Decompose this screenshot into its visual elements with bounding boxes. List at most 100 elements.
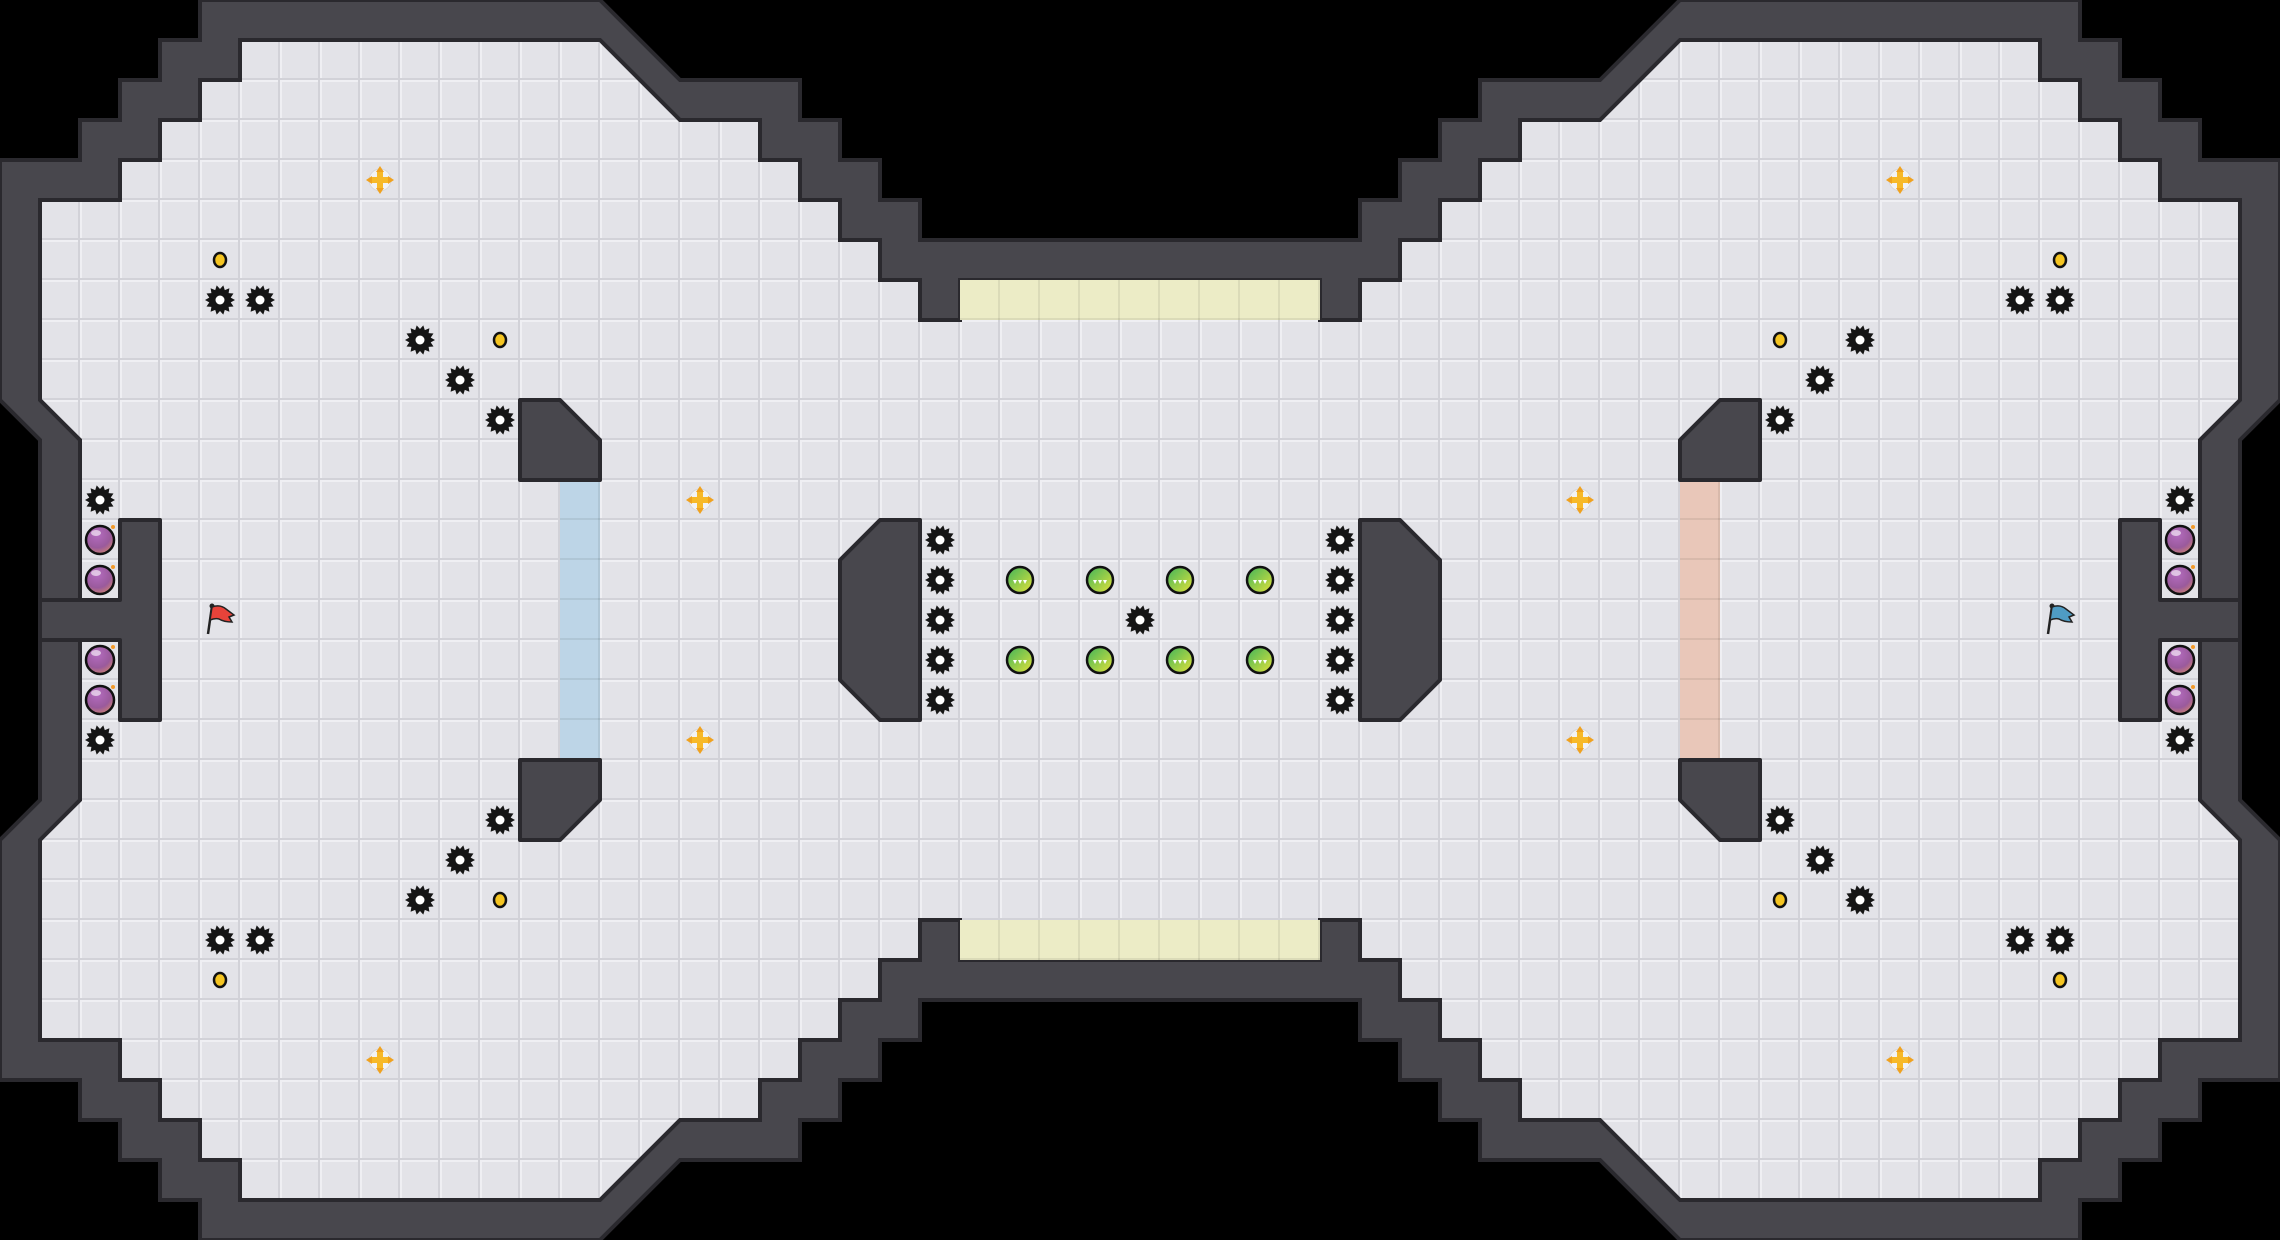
yellow-tile [1080,920,1120,960]
yellow-tile-edge [1000,318,1040,320]
spike-icon [2005,285,2035,315]
spike-icon [2045,925,2075,955]
boost-icon [1566,726,1594,754]
spike-icon [1765,405,1795,435]
spike-icon [1325,605,1355,635]
yellow-tile-edge [1080,318,1120,320]
yellow-tile-edge [1240,318,1280,320]
spike-icon [925,525,955,555]
yellow-tile-edge [1278,280,1280,320]
blue-gate-edge [598,600,600,640]
spike-icon [205,925,235,955]
items-layer [84,166,2196,1074]
yellow-tile-edge [1238,920,1240,960]
blue-gate-edge [560,718,600,720]
red-gate-edge [1680,518,1720,520]
boost-icon [686,726,714,754]
spike-icon [2005,925,2035,955]
powerup-icon [1085,565,1115,595]
yellow-tile-edge [1160,318,1200,320]
yellow-tile-edge [1200,318,1240,320]
yellow-tile-edge [1120,318,1160,320]
spike-icon [445,845,475,875]
spike-icon [2045,285,2075,315]
button-icon [1772,891,1788,909]
yellow-tile-edge [1080,958,1120,960]
red-gate [1680,680,1720,720]
powerup-icon [1165,565,1195,595]
yellow-tile-edge [1280,958,1320,960]
button-icon [2052,971,2068,989]
yellow-tile [960,920,1000,960]
powerup-icon [1245,565,1275,595]
red-gate [1680,480,1720,520]
bomb-icon [2164,684,2196,716]
gate-wall-block [1678,398,1762,482]
yellow-tile-edge [1078,920,1080,960]
blue-gate-edge [560,558,600,560]
flag-alcove-wall [38,518,162,722]
yellow-tile-edge [1000,958,1040,960]
yellow-tile-edge [960,318,1000,320]
powerup-icon [1005,565,1035,595]
red-flag-icon [206,603,236,635]
boost-icon [1886,166,1914,194]
blue-gate [560,600,600,640]
yellow-tile [1000,920,1040,960]
yellow-tile [1080,280,1120,320]
yellow-tile-edge [1158,920,1160,960]
button-icon [2052,251,2068,269]
yellow-tile-edge [1238,280,1240,320]
blue-gate [560,520,600,560]
yellow-tile [1280,280,1320,320]
yellow-tile [1240,920,1280,960]
blue-gate-edge [598,720,600,760]
yellow-tile-edge [1280,318,1320,320]
yellow-tile [1240,280,1280,320]
red-gate-edge [1680,678,1720,680]
spike-icon [245,285,275,315]
button-icon [492,891,508,909]
spike-icon [925,685,955,715]
spike-icon [925,605,955,635]
yellow-tile-edge [1158,280,1160,320]
yellow-tile-edge [1118,920,1120,960]
yellow-tile [1200,280,1240,320]
spike-icon [1845,885,1875,915]
red-gate-edge [1718,720,1720,760]
yellow-tile [1120,920,1160,960]
button-icon [212,971,228,989]
spike-icon [1845,325,1875,355]
yellow-tile [1120,280,1160,320]
yellow-tile [1040,920,1080,960]
yellow-tile-edge [1278,920,1280,960]
spike-icon [925,565,955,595]
red-gate [1680,600,1720,640]
red-gate-edge [1718,480,1720,520]
blue-gate-edge [560,598,600,600]
blue-gate-edge [560,638,600,640]
spike-icon [1325,565,1355,595]
yellow-tile-edge [1200,958,1240,960]
yellow-tile-edge [1038,920,1040,960]
bomb-icon [2164,564,2196,596]
blue-gate-edge [560,678,600,680]
red-gate-edge [1718,640,1720,680]
red-gate-edge [1680,638,1720,640]
yellow-tile-edge [1038,280,1040,320]
powerup-icon [1005,645,1035,675]
red-gate-edge [1718,680,1720,720]
yellow-tile-edge [1040,958,1080,960]
boost-icon [366,1046,394,1074]
red-gate [1680,720,1720,760]
red-gate-edge [1718,560,1720,600]
yellow-tile-edge [960,958,1000,960]
spike-icon [245,925,275,955]
blue-gate-edge [598,520,600,560]
button-icon [1772,331,1788,349]
yellow-tile [1200,920,1240,960]
boost-icon [686,486,714,514]
yellow-tile-edge [1198,920,1200,960]
blue-gate-edge [598,640,600,680]
